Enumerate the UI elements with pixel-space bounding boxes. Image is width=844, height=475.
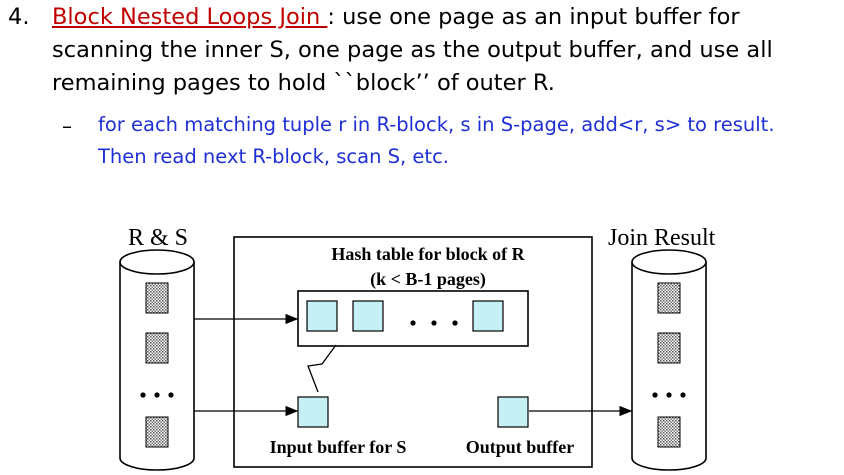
right-disk-page-2 xyxy=(657,332,681,364)
left-disk-label: R & S xyxy=(128,225,188,251)
sub-bullet-dash: – xyxy=(62,114,72,138)
left-disk xyxy=(119,249,195,471)
item-line-1-rest: : use one page as an input buffer for xyxy=(327,4,740,30)
hash-table-sub: (k < B-1 pages) xyxy=(370,269,486,290)
hash-page-1 xyxy=(306,300,338,332)
left-disk-page-2 xyxy=(145,332,169,364)
block-nested-loops-join-link[interactable]: Block Nested Loops Join xyxy=(52,4,328,30)
sub-item-line-2: Then read next R-block, scan S, etc. xyxy=(98,145,449,168)
left-disk-page-1 xyxy=(145,282,169,314)
list-number: 4. xyxy=(8,4,30,30)
item-line-3: remaining pages to hold ``block’’ of out… xyxy=(52,70,555,96)
right-disk-page-1 xyxy=(657,282,681,314)
left-disk-page-3 xyxy=(145,416,169,448)
hash-page-last xyxy=(472,300,504,332)
input-buffer-label: Input buffer for S xyxy=(270,437,407,457)
probe-zigzag xyxy=(307,344,337,393)
item-line-1: Block Nested Loops Join : use one page a… xyxy=(52,4,740,30)
input-buffer xyxy=(297,396,329,428)
hash-page-2 xyxy=(352,300,384,332)
output-buffer-label: Output buffer xyxy=(466,437,575,457)
item-line-2: scanning the inner S, one page as the ou… xyxy=(52,37,773,63)
output-buffer xyxy=(497,396,529,428)
right-disk-label: Join Result xyxy=(608,225,716,251)
right-disk xyxy=(631,249,707,471)
hash-table-label: Hash table for block of R xyxy=(331,244,525,264)
main-memory-box xyxy=(233,236,593,468)
sub-item-line-1: for each matching tuple r in R-block, s … xyxy=(98,113,775,136)
right-disk-page-3 xyxy=(657,416,681,448)
